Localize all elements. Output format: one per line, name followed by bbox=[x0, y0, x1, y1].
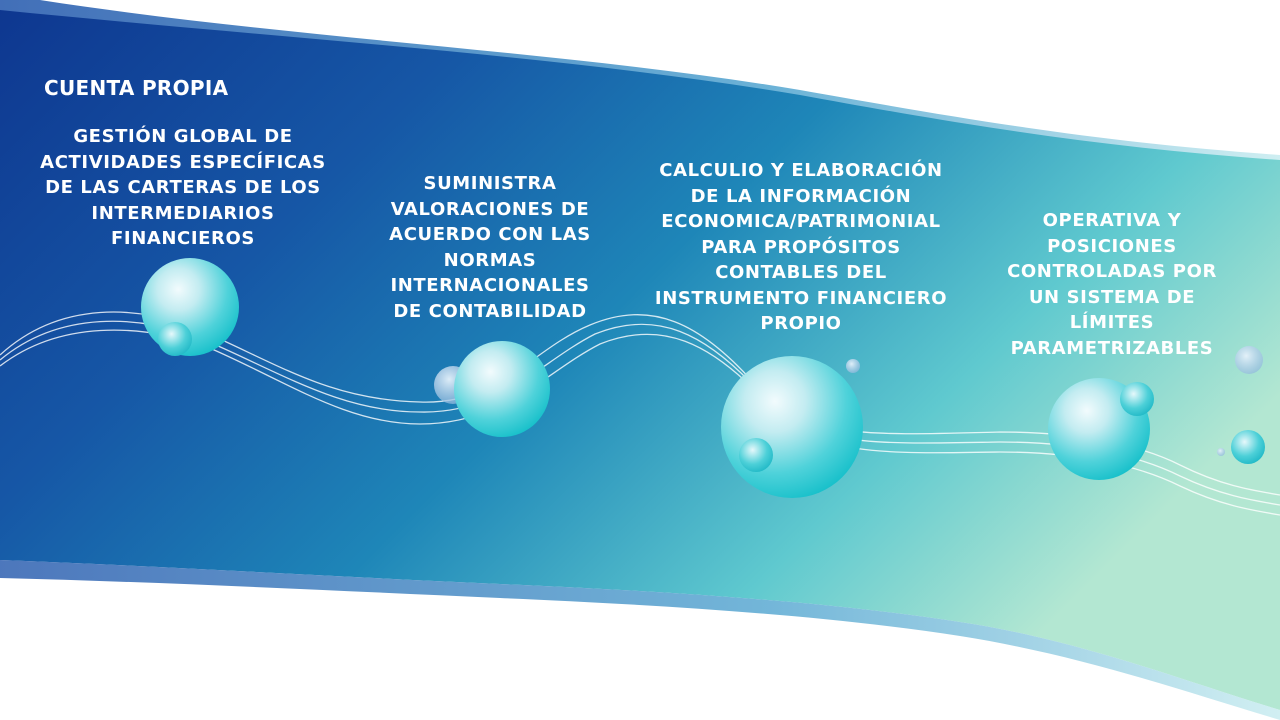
sphere-2-large bbox=[454, 341, 550, 437]
gradient-band bbox=[0, 10, 1280, 710]
sphere-4-dot bbox=[1217, 448, 1225, 456]
band-top-edge bbox=[0, 0, 1280, 172]
sphere-4-edge bbox=[1231, 430, 1265, 464]
spheres bbox=[141, 258, 1265, 498]
sphere-3-large bbox=[721, 356, 863, 498]
step-1-text: GESTIÓN GLOBAL DE ACTIVIDADES ESPECÍFICA… bbox=[40, 126, 326, 249]
slide-title: CUENTA PROPIA bbox=[44, 76, 229, 100]
sphere-3-small bbox=[739, 438, 773, 472]
step-2-text: SUMINISTRA VALORACIONES DE ACUERDO CON L… bbox=[389, 173, 591, 322]
sphere-1-small bbox=[158, 322, 192, 356]
sphere-4-faint bbox=[1235, 346, 1263, 374]
band-bottom-edge bbox=[0, 560, 1280, 720]
sphere-4-small bbox=[1120, 382, 1154, 416]
sphere-3-tiny bbox=[846, 359, 860, 373]
step-4-text: OPERATIVA Y POSICIONES CONTROLADAS POR U… bbox=[1007, 210, 1217, 359]
step-3-text: CALCULIO Y ELABORACIÓN DE LA INFORMACIÓN… bbox=[654, 160, 948, 334]
